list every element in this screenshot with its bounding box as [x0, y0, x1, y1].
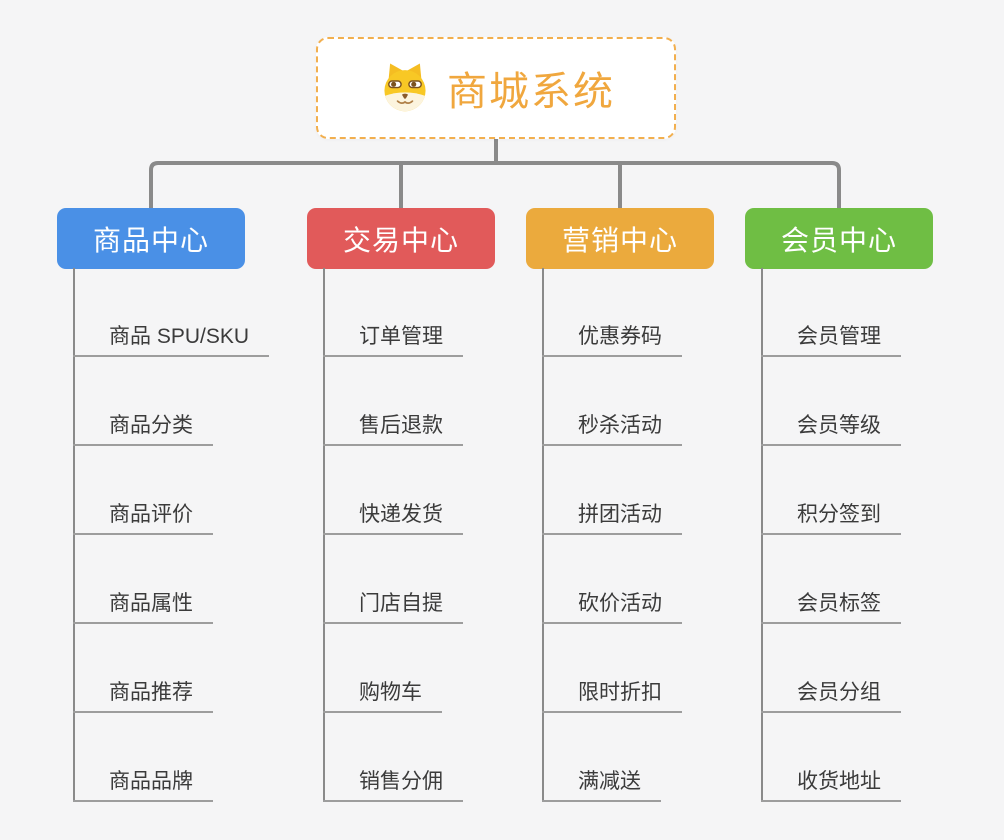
child-node[interactable]: 门店自提: [323, 588, 463, 624]
branch-label: 会员中心: [780, 224, 897, 256]
child-node[interactable]: 销售分佣: [323, 766, 463, 802]
branch-header-member-center[interactable]: 会员中心: [745, 208, 933, 269]
branch-header-product-center[interactable]: 商品中心: [57, 208, 245, 269]
branch-label: 营销中心: [561, 224, 678, 256]
child-node[interactable]: 限时折扣: [542, 677, 682, 713]
branch-vertical-line: [542, 268, 544, 802]
child-node[interactable]: 会员等级: [761, 410, 901, 446]
child-node[interactable]: 会员分组: [761, 677, 901, 713]
branch-header-marketing-center[interactable]: 营销中心: [526, 208, 714, 269]
child-node[interactable]: 积分签到: [761, 499, 901, 535]
child-node[interactable]: 购物车: [323, 677, 442, 713]
child-node[interactable]: 会员管理: [761, 321, 901, 357]
branch-children-product-center: 商品 SPU/SKU 商品分类 商品评价 商品属性 商品推荐 商品品牌: [73, 268, 303, 808]
child-node[interactable]: 订单管理: [323, 321, 463, 357]
child-node[interactable]: 秒杀活动: [542, 410, 682, 446]
child-node[interactable]: 收货地址: [761, 766, 901, 802]
dog-face-icon: [384, 63, 426, 112]
branch-children-marketing-center: 优惠券码 秒杀活动 拼团活动 砍价活动 限时折扣 满减送: [542, 268, 772, 808]
child-node[interactable]: 会员标签: [761, 588, 901, 624]
root-node[interactable]: 商城系统: [316, 37, 676, 139]
branch-vertical-line: [323, 268, 325, 802]
child-node[interactable]: 商品推荐: [73, 677, 213, 713]
branch-label: 交易中心: [342, 224, 459, 256]
root-title: 商城系统: [447, 70, 615, 114]
child-node[interactable]: 砍价活动: [542, 588, 682, 624]
child-node[interactable]: 商品 SPU/SKU: [73, 321, 270, 357]
branch-header-trade-center[interactable]: 交易中心: [307, 208, 495, 269]
child-node[interactable]: 拼团活动: [542, 499, 682, 535]
branch-label: 商品中心: [92, 224, 209, 256]
child-node[interactable]: 商品分类: [73, 410, 213, 446]
branch-vertical-line: [761, 268, 763, 802]
child-node[interactable]: 商品属性: [73, 588, 213, 624]
branch-vertical-line: [73, 268, 75, 802]
child-node[interactable]: 商品评价: [73, 499, 213, 535]
child-node[interactable]: 商品品牌: [73, 766, 213, 802]
child-node[interactable]: 满减送: [542, 766, 661, 802]
child-node[interactable]: 售后退款: [323, 410, 463, 446]
child-node[interactable]: 优惠券码: [542, 321, 682, 357]
child-node[interactable]: 快递发货: [323, 499, 463, 535]
branch-children-member-center: 会员管理 会员等级 积分签到 会员标签 会员分组 收货地址: [761, 268, 991, 808]
branch-children-trade-center: 订单管理 售后退款 快递发货 门店自提 购物车 销售分佣: [323, 268, 553, 808]
